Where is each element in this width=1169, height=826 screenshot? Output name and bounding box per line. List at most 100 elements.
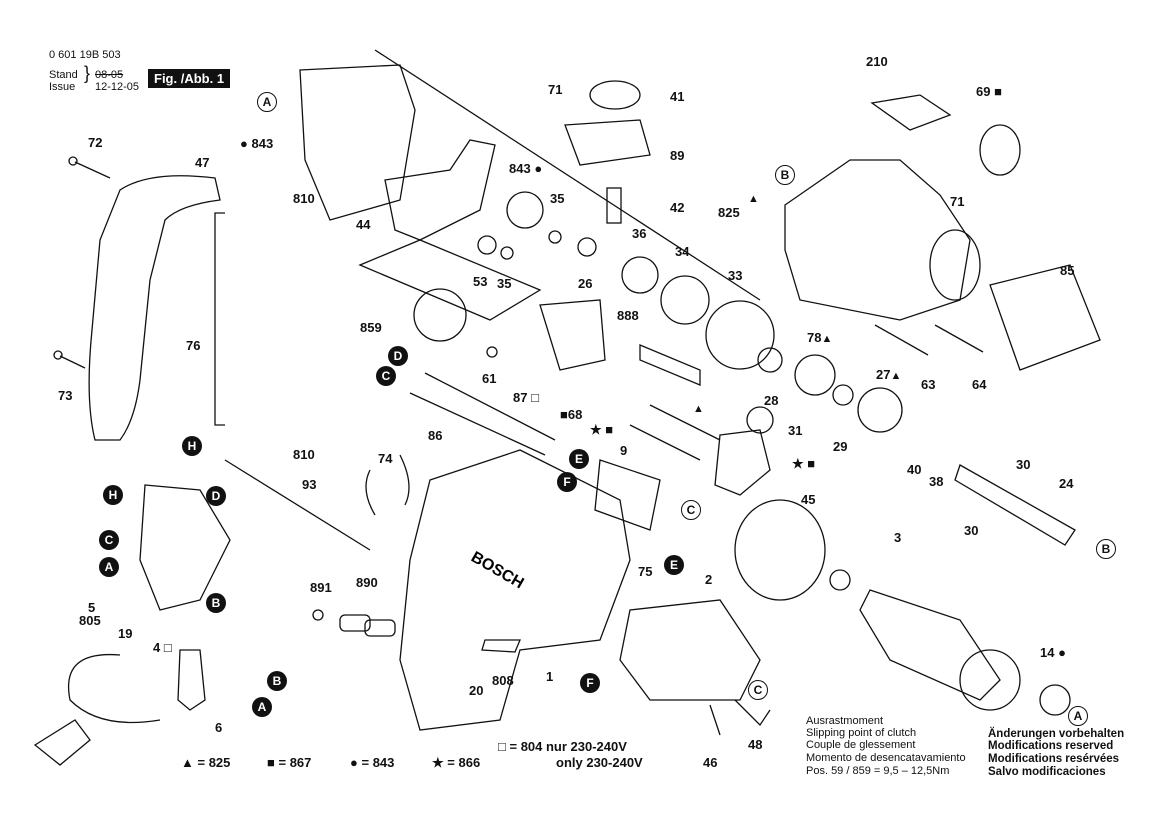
old-date: 08-05 [95, 69, 124, 81]
callout-42: 42 [670, 200, 685, 215]
callout-859: 859 [360, 320, 382, 335]
switch-knob-41 [589, 80, 641, 110]
brace-icon: } [84, 63, 91, 83]
issue-label: Issue [49, 81, 76, 93]
callout-74: 74 [378, 451, 393, 466]
reserved-note-en: Modifications reserved [988, 740, 1114, 752]
legend-square: ■ = 867 [267, 755, 312, 770]
callout-2: 2 [705, 572, 713, 587]
stand-label: Stand [49, 69, 78, 81]
connector-B-spindle: B [1096, 539, 1116, 559]
callout-35-top: 35 [550, 191, 565, 206]
gear-34 [660, 275, 710, 325]
connector-F-rod: F [557, 472, 577, 492]
callout-34: 34 [675, 244, 690, 259]
screw-63 [874, 324, 929, 356]
armature-fan [959, 649, 1021, 711]
callout-46: 46 [703, 755, 718, 770]
callout-210: 210 [866, 54, 888, 69]
callout-41: 41 [670, 89, 685, 104]
washer-35a [548, 230, 562, 244]
armature-3 [859, 589, 1001, 701]
rod-87 [424, 372, 556, 441]
part-number: 0 601 19B 503 [49, 49, 121, 61]
callout-20: 20 [469, 683, 484, 698]
callout-68: ■68 [560, 407, 583, 422]
screw-64 [934, 324, 984, 353]
chuck-85 [989, 264, 1101, 371]
rod-86 [409, 392, 546, 456]
rod-93 [224, 459, 371, 551]
callout-6: 6 [215, 720, 223, 735]
connector-C-baffle: C [681, 500, 701, 520]
legend-triangle: ▲ = 825 [181, 755, 231, 770]
package-frame [358, 239, 542, 321]
reserved-note-fr: Modifications resérvées [988, 753, 1120, 765]
callout-31: 31 [788, 423, 803, 438]
washer-53 [477, 235, 497, 255]
clip-48 [734, 699, 771, 727]
connector-A-switch: A [99, 557, 119, 577]
issue-date: 12-12-05 [95, 81, 140, 93]
connector-C-rod: C [376, 366, 396, 386]
callout-3: 3 [894, 530, 902, 545]
connector-A-top: A [257, 92, 277, 112]
callout-89: 89 [670, 148, 685, 163]
rear-handle-47 [88, 175, 221, 441]
slider-888 [639, 344, 701, 386]
callout-843-left: ● 843 [240, 136, 274, 151]
callout-72: 72 [88, 135, 103, 150]
bearing-27 [857, 387, 903, 433]
rear-housing-843 [299, 64, 416, 221]
bearing-armature [829, 569, 851, 591]
connector-B-cable: B [267, 671, 287, 691]
fork-star [714, 429, 771, 496]
frame-89 [564, 119, 651, 166]
callout-69: 69 ■ [976, 84, 1002, 99]
figure-label: Fig. /Abb. 1 [148, 69, 231, 88]
callout-30-bottom: 30 [964, 523, 979, 538]
callout-38: 38 [929, 474, 944, 489]
clips-74 [365, 454, 410, 516]
legend-open-square: □ = 804 nur 230-240V [498, 739, 627, 754]
housing-brand: BOSCH [468, 549, 527, 593]
bracket-76 [214, 212, 225, 426]
callout-5: 5 [88, 600, 96, 615]
connector-D-switch: D [206, 486, 226, 506]
label-9 [594, 459, 661, 531]
callout-19: 19 [118, 626, 133, 641]
brush-890b [364, 619, 396, 637]
clutch-note-en: Slipping point of clutch [806, 727, 917, 739]
connector-A-cable: A [252, 697, 272, 717]
callout-86: 86 [428, 428, 443, 443]
callout-36: 36 [632, 226, 647, 241]
legend-circle: ● = 843 [350, 755, 395, 770]
callout-76: 76 [186, 338, 201, 353]
washer-61 [486, 346, 498, 358]
callout-64: 64 [972, 377, 987, 392]
callout-48: 48 [748, 737, 763, 752]
cover-44 [384, 139, 496, 241]
main-housing-1 [399, 449, 631, 731]
callout-29: 29 [833, 439, 848, 454]
reserved-note-es: Salvo modificaciones [988, 766, 1106, 778]
washer-35b [500, 246, 514, 260]
connector-B-switch: B [206, 593, 226, 613]
callout-75: 75 [638, 564, 653, 579]
connector-D-rod: D [388, 346, 408, 366]
screw-73 [59, 355, 86, 369]
callout-87: 87 □ [513, 390, 539, 405]
ring-28 [757, 347, 783, 373]
reserved-note-de: Änderungen vorbehalten [988, 728, 1125, 740]
callout-73: 73 [58, 388, 73, 403]
callout-53: 53 [473, 274, 488, 289]
gear-36 [621, 256, 659, 294]
brush-890a [339, 614, 371, 632]
connector-A-bearing: A [1068, 706, 1088, 726]
callout-45: 45 [801, 492, 816, 507]
callout-40: 40 [907, 462, 922, 477]
callout-71-top: 71 [548, 82, 563, 97]
connector-F-field: F [580, 673, 600, 693]
clutch-note-de: Ausrastmoment [806, 715, 884, 727]
connector-B-top: B [775, 165, 795, 185]
